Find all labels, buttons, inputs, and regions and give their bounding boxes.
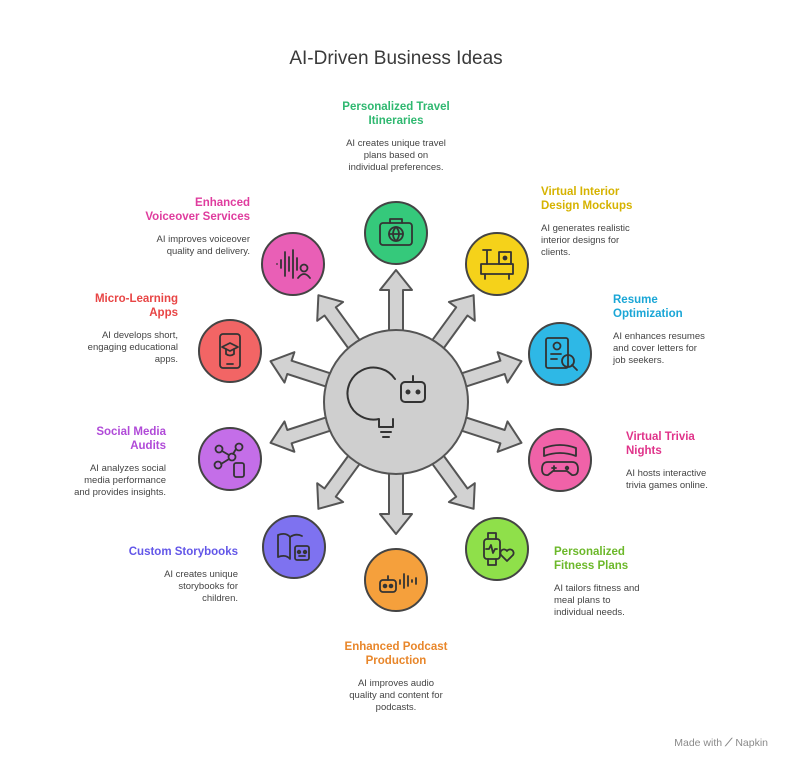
footer-made-with: Made with <box>674 737 723 749</box>
node-circle <box>364 201 428 265</box>
page-title: AI-Driven Business Ideas <box>289 48 503 69</box>
idea-heading: Personalized Travel Itineraries <box>342 101 450 127</box>
label-travel: Personalized Travel Itineraries AI create… <box>301 100 491 174</box>
idea-nodes <box>198 201 592 612</box>
idea-description: AI tailors fitness and meal plans to ind… <box>554 583 640 618</box>
node-travel <box>364 201 428 265</box>
node-social <box>198 427 262 491</box>
idea-description: AI hosts interactive trivia games online… <box>626 468 708 491</box>
robot-audio-icon <box>379 573 417 593</box>
book-robot-icon <box>277 532 310 561</box>
label-interior: Virtual Interior Design Mockups AI genera… <box>541 185 731 259</box>
idea-description: AI improves voiceover quality and delive… <box>156 234 250 257</box>
node-circle <box>364 548 428 612</box>
node-circle <box>528 428 592 492</box>
node-circle <box>262 515 326 579</box>
label-trivia: Virtual Trivia Nights AI hosts interactiv… <box>626 430 792 492</box>
idea-heading: Custom Storybooks <box>128 546 238 558</box>
idea-heading: Virtual Interior Design Mockups <box>541 186 633 212</box>
label-fitness: Personalized Fitness Plans AI tailors fit… <box>554 545 744 619</box>
idea-description: AI improves audio quality and content fo… <box>349 678 443 713</box>
node-interior <box>465 232 529 296</box>
smartwatch-heart-icon <box>483 532 515 566</box>
label-storybooks: Custom Storybooks AI creates unique story… <box>48 545 238 605</box>
resume-search-icon <box>545 337 578 371</box>
node-storybooks <box>262 515 326 579</box>
network-phone-icon <box>213 442 245 478</box>
idea-heading: Micro-Learning Apps <box>94 293 178 319</box>
node-microlearning <box>198 319 262 383</box>
idea-description: AI creates unique storybooks for childre… <box>164 569 238 604</box>
footer-brand: Napkin <box>735 737 768 749</box>
napkin-logo-icon: ⟋ <box>725 737 733 749</box>
idea-heading: Virtual Trivia Nights <box>626 431 695 457</box>
furniture-icon <box>480 249 514 280</box>
idea-description: AI creates unique travel plans based on … <box>346 138 446 173</box>
center-hub <box>323 329 469 475</box>
label-microlearning: Micro-Learning Apps AI develops short, en… <box>0 292 178 366</box>
idea-description: AI enhances resumes and cover letters fo… <box>613 331 705 366</box>
idea-heading: Enhanced Voiceover Services <box>145 197 250 223</box>
node-fitness <box>465 517 529 581</box>
label-social: Social Media Audits AI analyzes social me… <box>0 425 166 499</box>
idea-heading: Personalized Fitness Plans <box>554 546 629 572</box>
node-resume <box>528 322 592 386</box>
lightbulb-robot-icon <box>346 366 426 438</box>
phone-graduation-icon <box>219 333 241 369</box>
node-podcast <box>364 548 428 612</box>
node-trivia <box>528 428 592 492</box>
label-podcast: Enhanced Podcast Production AI improves a… <box>301 640 491 714</box>
soundwave-person-icon <box>276 249 311 279</box>
center-circle <box>323 329 469 475</box>
label-resume: Resume Optimization AI enhances resumes a… <box>613 293 792 367</box>
idea-description: AI develops short, engaging educational … <box>87 330 178 365</box>
vr-gamepad-icon <box>541 444 579 477</box>
suitcase-globe-icon <box>379 218 413 246</box>
arrows <box>269 269 523 535</box>
idea-heading: Enhanced Podcast Production <box>344 641 448 667</box>
idea-heading: Resume Optimization <box>613 294 683 320</box>
footer: Made with ⟋ Napkin <box>674 737 768 750</box>
idea-description: AI analyzes social media performance and… <box>74 463 166 498</box>
idea-heading: Social Media Audits <box>96 426 166 452</box>
label-voiceover: Enhanced Voiceover Services AI improves v… <box>60 196 250 258</box>
idea-description: AI generates realistic interior designs … <box>541 223 630 258</box>
node-voiceover <box>261 232 325 296</box>
